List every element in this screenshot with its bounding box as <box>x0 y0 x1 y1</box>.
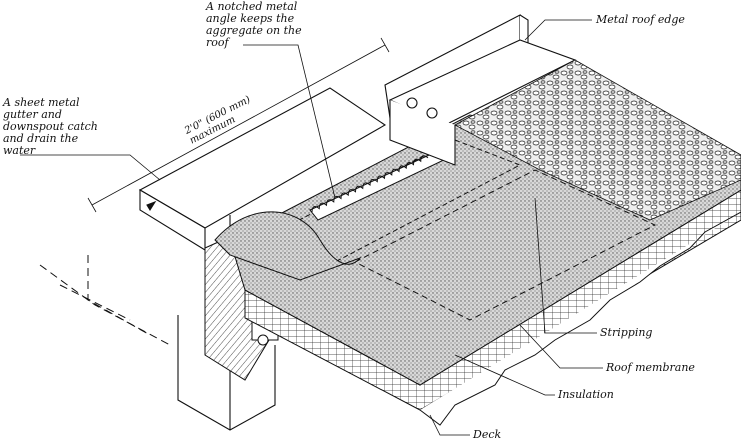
stripping-label: Stripping <box>600 326 653 339</box>
dimension-line <box>87 37 390 213</box>
downspout <box>39 255 171 346</box>
angle-label: A notched metal angle keeps the aggregat… <box>206 0 302 49</box>
deck-flutes <box>419 211 741 426</box>
insulation-label: Insulation <box>558 388 614 401</box>
deck-label: Deck <box>473 428 502 440</box>
membrane-label: Roof membrane <box>606 361 695 374</box>
gutter-label: A sheet metal gutter and downspout catch… <box>3 96 98 157</box>
membrane-cutaway <box>214 211 362 281</box>
metal-roof-edge <box>384 14 577 166</box>
gravel-aggregate <box>454 59 741 221</box>
roof-edge-label: Metal roof edge <box>596 13 685 26</box>
gutter <box>138 87 387 251</box>
leader-lines <box>20 19 603 436</box>
